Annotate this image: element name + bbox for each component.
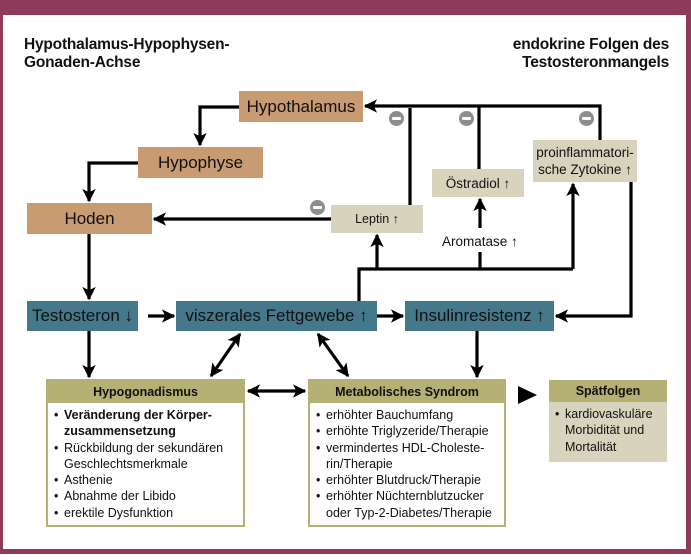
node-hoden-label: Hoden	[64, 208, 115, 228]
arrow-fettgewebe-metabolisch	[316, 332, 350, 378]
panel-hypogonadismus: Hypogonadismus Veränderung der Körper- z…	[46, 379, 245, 527]
panel-hypogonadismus-list: Veränderung der Körper- zusammensetzung …	[48, 403, 243, 521]
title-right-line2: Testosteronmangels	[522, 54, 669, 71]
node-zytokine-label-line2: sche Zytokine ↑	[538, 162, 632, 177]
panel-metabolisches-syndrom-title: Metabolisches Syndrom	[310, 381, 504, 403]
title-left-line2: Gonaden-Achse	[24, 54, 141, 71]
title-right-line1: endokrine Folgen des	[512, 36, 669, 53]
list-item: Abnahme der Libido	[54, 488, 237, 505]
title-left-line1: Hypothalamus-Hypophysen-	[24, 36, 230, 53]
node-zytokine-label-line1: proinflammatori-	[536, 145, 634, 160]
list-item: erhöhter Blutdruck/Therapie	[316, 472, 498, 489]
label-aromatase: Aromatase ↑	[441, 234, 519, 249]
node-oestradiol: Östradiol ↑	[432, 169, 524, 197]
minus-circle-icon	[389, 111, 404, 126]
list-item: erhöhte Triglyzeride/Therapie	[316, 423, 498, 440]
list-item: vermindertes HDL-Choleste- rin/Therapie	[316, 440, 498, 473]
node-hoden: Hoden	[27, 203, 152, 234]
node-testosteron: Testosteron ↓	[27, 301, 138, 331]
panel-hypogonadismus-title: Hypogonadismus	[48, 381, 243, 403]
arrow-fettgewebe-hypogonadismus	[209, 332, 242, 378]
panel-spaetfolgen-title: Spätfolgen	[549, 380, 667, 402]
title-right: endokrine Folgen des Testosteronmangels	[513, 36, 669, 72]
node-oestradiol-label: Östradiol ↑	[445, 175, 511, 191]
minus-circle-icon	[310, 200, 325, 215]
node-insulinresistenz-label: Insulinresistenz ↑	[414, 306, 545, 325]
connector-zytokine-up	[479, 104, 602, 140]
node-leptin-label: Leptin ↑	[355, 211, 399, 226]
panel-metabolisches-syndrom-list: erhöhter Bauchumfang erhöhte Triglyzerid…	[310, 403, 504, 521]
node-hypophyse: Hypophyse	[138, 147, 263, 178]
title-left: Hypothalamus-Hypophysen- Gonaden-Achse	[24, 36, 230, 72]
frame-right-border	[686, 0, 691, 554]
list-item: erhöhter Bauchumfang	[316, 407, 498, 424]
frame-bottom-border	[0, 549, 691, 554]
node-testosteron-label: Testosteron ↓	[31, 306, 134, 325]
panel-metabolisches-syndrom: Metabolisches Syndrom erhöhter Bauchumfa…	[308, 379, 506, 527]
list-item: erhöhter Nüchternblutzucker oder Typ-2-D…	[316, 488, 498, 521]
minus-circle-icon	[579, 111, 594, 126]
node-insulinresistenz: Insulinresistenz ↑	[405, 301, 554, 331]
minus-circle-icon	[459, 111, 474, 126]
frame-top-bar	[0, 0, 691, 15]
arrow-hypothalamus-to-hypophyse	[193, 105, 239, 147]
list-item: kardiovaskuläre Morbidität und Mortalitä…	[555, 406, 661, 455]
arrow-hypophyse-to-hoden	[82, 161, 138, 203]
list-item: erektile Dysfunktion	[54, 505, 237, 522]
node-zytokine: proinflammatori- sche Zytokine ↑	[533, 140, 637, 182]
connector-fettgewebe-branch	[357, 267, 573, 301]
list-item: Veränderung der Körper- zusammensetzung	[54, 407, 237, 440]
node-hypothalamus: Hypothalamus	[239, 91, 363, 122]
node-leptin: Leptin ↑	[331, 205, 423, 233]
node-fettgewebe: viszerales Fettgewebe ↑	[176, 301, 377, 331]
node-hypophyse-label: Hypophyse	[157, 152, 244, 172]
arrow-zytokine-to-insulinresistenz	[554, 182, 633, 323]
frame-left-border	[0, 0, 3, 554]
arrow-metabolisch-to-spaetfolgen	[518, 386, 537, 404]
panel-spaetfolgen-list: kardiovaskuläre Morbidität und Mortalitä…	[549, 402, 667, 461]
panel-spaetfolgen: Spätfolgen kardiovaskuläre Morbidität un…	[549, 380, 667, 462]
node-fettgewebe-label: viszerales Fettgewebe ↑	[185, 306, 368, 325]
list-item: Asthenie	[54, 472, 237, 489]
list-item: Rückbildung der sekundären Geschlechtsme…	[54, 440, 237, 473]
node-hypothalamus-label: Hypothalamus	[246, 96, 356, 116]
